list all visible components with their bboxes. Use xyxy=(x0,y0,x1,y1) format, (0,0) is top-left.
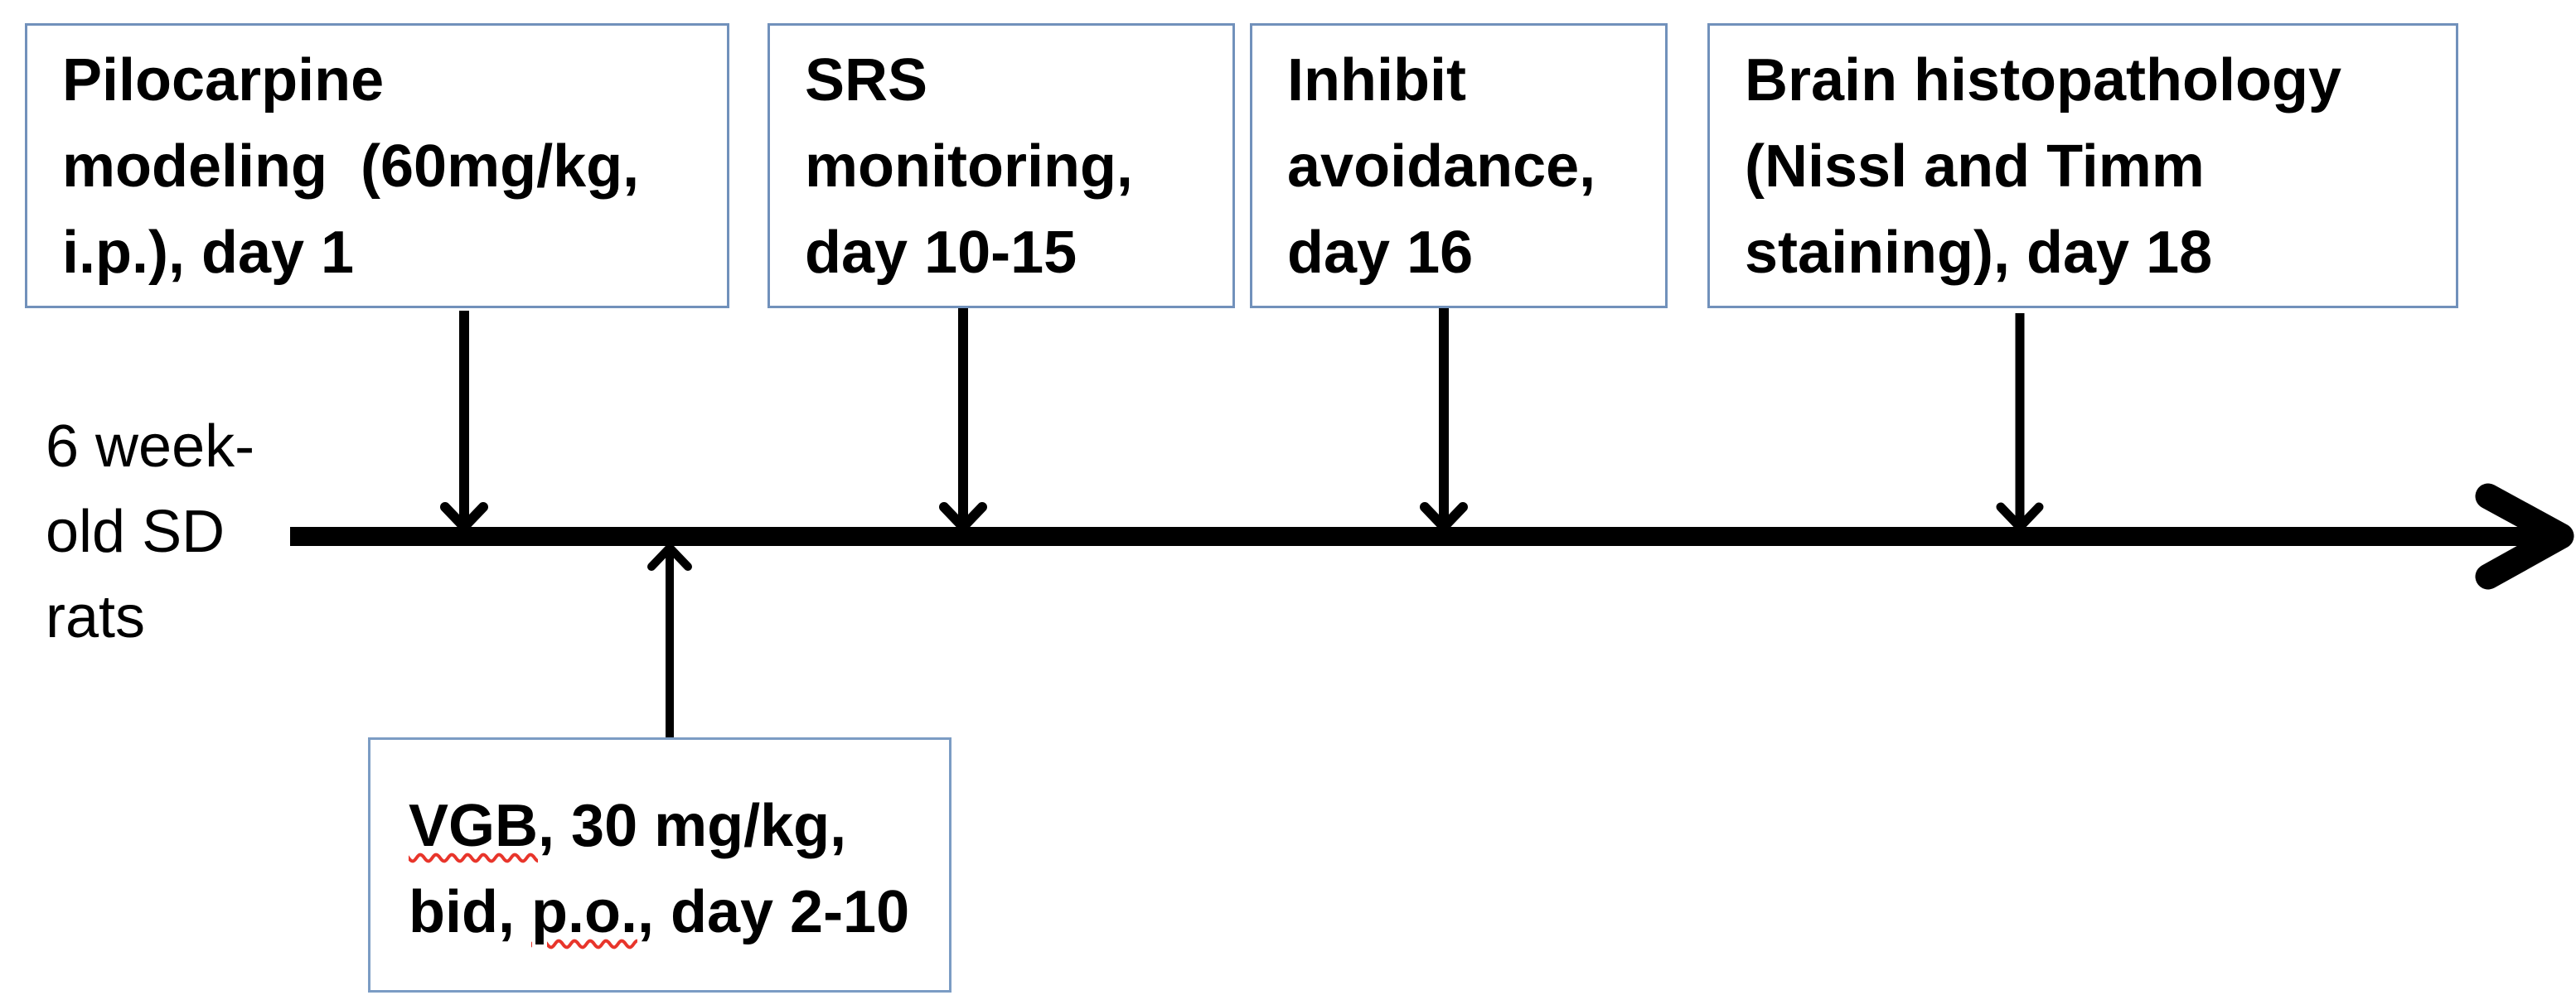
subject-label-line-1: 6 week- xyxy=(46,413,255,480)
event-box-srs-line-1: SRS xyxy=(805,47,928,114)
event-box-inhibit-line-2: avoidance, xyxy=(1287,133,1596,200)
up-arrow-icon xyxy=(647,541,692,737)
event-box-inhibit-avoidance: Inhibit avoidance, day 16 xyxy=(1250,23,1668,308)
event-box-pilocarpine-line-2: modeling (60mg/kg, xyxy=(62,133,640,200)
subject-label: 6 week- old SD rats xyxy=(46,404,254,660)
event-box-srs-monitoring: SRS monitoring, day 10-15 xyxy=(767,23,1235,308)
event-box-histopathology-line-2: (Nissl and Timm xyxy=(1745,133,2205,200)
treatment-days-text: , day 2-10 xyxy=(637,879,910,945)
down-arrow-icon-4 xyxy=(1996,313,2044,534)
event-box-inhibit-line-1: Inhibit xyxy=(1287,47,1466,114)
spellcheck-underlined-drug-name: VGB xyxy=(409,793,539,859)
event-box-histopathology: Brain histopathology (Nissl and Timm sta… xyxy=(1707,23,2458,308)
event-box-pilocarpine: Pilocarpine modeling (60mg/kg, i.p.), da… xyxy=(25,23,729,308)
down-arrow-icon-1 xyxy=(440,311,488,534)
event-box-pilocarpine-line-3: i.p.), day 1 xyxy=(62,220,355,286)
treatment-box-vgb: VGB, 30 mg/kg, bid, p.o., day 2-10 xyxy=(368,737,951,993)
treatment-dose-text: , 30 mg/kg, xyxy=(538,793,847,859)
event-box-srs-line-2: monitoring, xyxy=(805,133,1133,200)
treatment-schedule-text: bid, xyxy=(409,879,531,945)
treatment-box-line-2: bid, p.o., day 2-10 xyxy=(409,869,949,955)
event-box-pilocarpine-line-1: Pilocarpine xyxy=(62,47,385,114)
treatment-box-line-1: VGB, 30 mg/kg, xyxy=(409,783,949,869)
event-box-histopathology-line-3: staining), day 18 xyxy=(1745,220,2213,286)
timeline-arrowhead-icon xyxy=(2475,483,2574,590)
timeline-arrow xyxy=(290,483,2574,590)
event-box-inhibit-line-3: day 16 xyxy=(1287,220,1474,286)
event-box-histopathology-line-1: Brain histopathology xyxy=(1745,47,2341,114)
subject-label-line-3: rats xyxy=(46,584,146,650)
subject-label-line-2: old SD xyxy=(46,499,225,565)
event-box-srs-line-3: day 10-15 xyxy=(805,220,1077,286)
timeline-bar xyxy=(290,527,2538,546)
down-arrow-icon-3 xyxy=(1420,308,1468,534)
spellcheck-underlined-route: p.o. xyxy=(530,879,637,945)
down-arrow-icon-2 xyxy=(939,308,987,534)
